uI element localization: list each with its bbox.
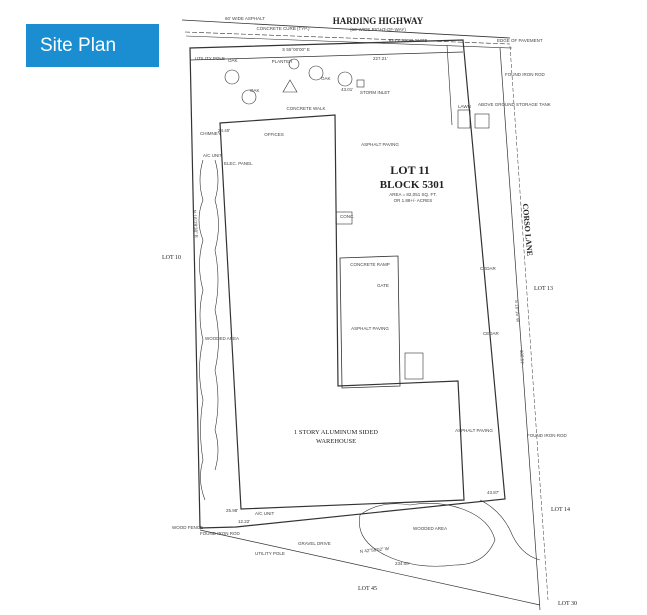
gravel-drive-label: GRAVEL DRIVE <box>298 541 331 546</box>
road-row-top: 60' WIDE ASPHALT <box>225 16 265 21</box>
bearing-bottom: N 42°58'02" W <box>360 546 390 554</box>
tree-oak-1 <box>224 69 240 85</box>
tree-oak-4 <box>337 71 353 87</box>
bearing-right-dist: 380.51' <box>519 350 525 365</box>
left-tree-line <box>198 159 206 501</box>
site-plan-badge-label: Site Plan <box>40 34 117 56</box>
row-line <box>185 35 513 49</box>
tree-oak-3 <box>308 65 324 81</box>
tree-oak-2 <box>241 89 257 105</box>
warehouse-label: 1 STORY ALUMINUM SIDED <box>294 429 378 436</box>
lot-title: LOT 11 <box>390 163 429 177</box>
ac-unit-label: A/C UNIT <box>203 153 223 158</box>
gate-label: GATE <box>377 283 389 288</box>
loading-area <box>339 255 401 389</box>
chimney-label: CHIMNEY <box>200 131 221 136</box>
warehouse-label-2: WAREHOUSE <box>316 438 356 445</box>
fence-line <box>446 44 453 126</box>
oak-2-label: OAK <box>250 88 260 93</box>
concrete-pad <box>404 352 424 380</box>
wooded-area-left-label: WOODED AREA <box>205 336 239 341</box>
asphalt-paving-right: ASPHALT PAVING <box>455 428 493 433</box>
asphalt-paving-top: ASPHALT PAVING <box>361 142 399 147</box>
tank-label: ABOVE GROUND STORAGE TANK <box>478 102 551 107</box>
cedar-label-2: CEDAR <box>483 331 500 336</box>
lot-13: LOT 13 <box>534 286 553 292</box>
tree-line-right <box>479 499 541 561</box>
bearing-top: S 55°00'00" E <box>282 47 310 52</box>
asphalt-paving-mid: ASPHALT PAVING <box>351 326 389 331</box>
d-4387: 43.87' <box>487 490 499 495</box>
storage-tank <box>474 113 490 129</box>
top-curb: CONCRETE CURB (TYP.) <box>257 26 310 31</box>
front-setback-line <box>189 51 464 61</box>
offices-label: OFFICES <box>264 132 284 137</box>
lot-10: LOT 10 <box>162 255 181 261</box>
left-tree-line-inner <box>214 159 219 471</box>
oak-1-label: OAK <box>228 58 238 63</box>
curb-line <box>184 31 511 45</box>
bearing-top-dist: 227.21' <box>373 56 388 61</box>
utility-pole-bottom: UTILITY POLE <box>255 551 285 556</box>
elec-panel-label: ELEC. PANEL <box>224 161 253 166</box>
planter-circle <box>288 58 300 70</box>
oak-3-label: OAK <box>321 76 331 81</box>
found-iron-bottom: FOUND IRON ROD <box>200 531 240 536</box>
edge-pavement: EDGE OF PAVEMENT <box>497 38 543 43</box>
corso-edge-line <box>499 47 541 611</box>
road-corso: CORSO LANE <box>521 203 535 256</box>
found-iron-right: FOUND IRON ROD <box>527 433 567 438</box>
road-harding-sub: (60' WIDE RIGHT-OF-WAY) <box>350 27 406 32</box>
wooded-area-bottom-label: WOODED AREA <box>413 526 447 531</box>
bearing-left: N 16°29'38" E <box>192 210 199 238</box>
building-outline <box>219 114 465 510</box>
rear-boundary-line <box>235 498 506 528</box>
lot-area: AREA = 82,051 SQ. FT. <box>389 192 436 197</box>
ac-unit-bottom-label: A/C UNIT <box>255 511 275 516</box>
storm-inlet-box <box>356 79 365 88</box>
cedar-label: CEDAR <box>480 266 497 271</box>
corso-curb-line <box>509 45 549 601</box>
concrete-ramp-label: CONCRETE RAMP <box>350 262 390 267</box>
lot-acres: OR 1.88+/- ACRES <box>394 198 433 203</box>
bearing-bottom-dist: 234.00' <box>395 561 410 566</box>
lot-14: LOT 14 <box>551 507 570 513</box>
conc-box <box>335 211 353 225</box>
concrete-walk-label: CONCRETE WALK <box>286 106 325 111</box>
recessed-curb: RECESSED CURB <box>389 38 428 43</box>
road-harding: HARDING HIGHWAY <box>333 16 424 26</box>
bearing-right: S 16°15' W <box>514 300 521 323</box>
road-edge-line <box>181 19 511 39</box>
d-4301: 43.01' <box>341 87 353 92</box>
conc-label: CONC. <box>340 214 355 219</box>
found-iron-top: FOUND IRON ROD <box>505 72 545 77</box>
planter-label: PLANTER <box>272 59 294 64</box>
storm-inlet-label: STORM INLET <box>360 90 390 95</box>
d-1222: 12.22' <box>238 519 250 524</box>
site-plan-badge: Site Plan <box>26 24 159 67</box>
d-2440: 24.40' <box>218 128 230 133</box>
utility-pole-top: UTILITY POLE <box>195 56 225 61</box>
lot-45: LOT 45 <box>358 586 377 592</box>
lot-block: BLOCK 5301 <box>380 179 444 191</box>
planter-triangle <box>282 79 298 93</box>
lot-30: LOT 30 <box>558 601 577 607</box>
lawn-label: LAWN <box>458 104 471 109</box>
wood-fence-label: WOOD FENCE <box>172 525 203 530</box>
d-2598: 25.98' <box>226 508 238 513</box>
wooded-area-bottom <box>358 503 496 567</box>
rear-road-line <box>199 529 541 606</box>
lawn-box <box>457 109 471 129</box>
